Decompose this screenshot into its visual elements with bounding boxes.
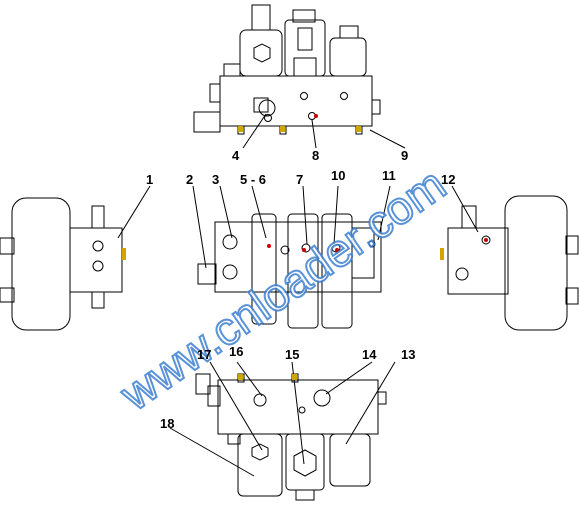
callout-12: 12	[441, 172, 455, 187]
callout-8: 8	[312, 148, 319, 163]
right-view	[447, 185, 579, 331]
callout-7: 7	[296, 172, 303, 187]
callout-2: 2	[186, 172, 193, 187]
top-view	[193, 4, 406, 149]
callout-17: 17	[197, 347, 211, 362]
callout-13: 13	[401, 347, 415, 362]
callout-5-6: 5 - 6	[240, 172, 266, 187]
callout-18: 18	[160, 416, 174, 431]
watermark: www.cnloader.com	[110, 158, 455, 421]
callout-10: 10	[331, 168, 345, 183]
callout-14: 14	[362, 347, 377, 362]
callout-3: 3	[212, 172, 219, 187]
callout-9: 9	[401, 148, 408, 163]
fittings	[122, 126, 444, 380]
callout-1: 1	[146, 172, 153, 187]
port-markers	[267, 114, 488, 252]
middle-view	[192, 185, 391, 329]
callouts: 4 8 9 1 2 3 5 - 6 7 10 11 12 17 16 15 14…	[146, 148, 455, 431]
callout-15: 15	[285, 347, 299, 362]
bottom-view	[169, 361, 396, 501]
left-view	[0, 185, 151, 331]
callout-16: 16	[229, 344, 243, 359]
callout-11: 11	[382, 168, 396, 183]
callout-4: 4	[232, 148, 240, 163]
